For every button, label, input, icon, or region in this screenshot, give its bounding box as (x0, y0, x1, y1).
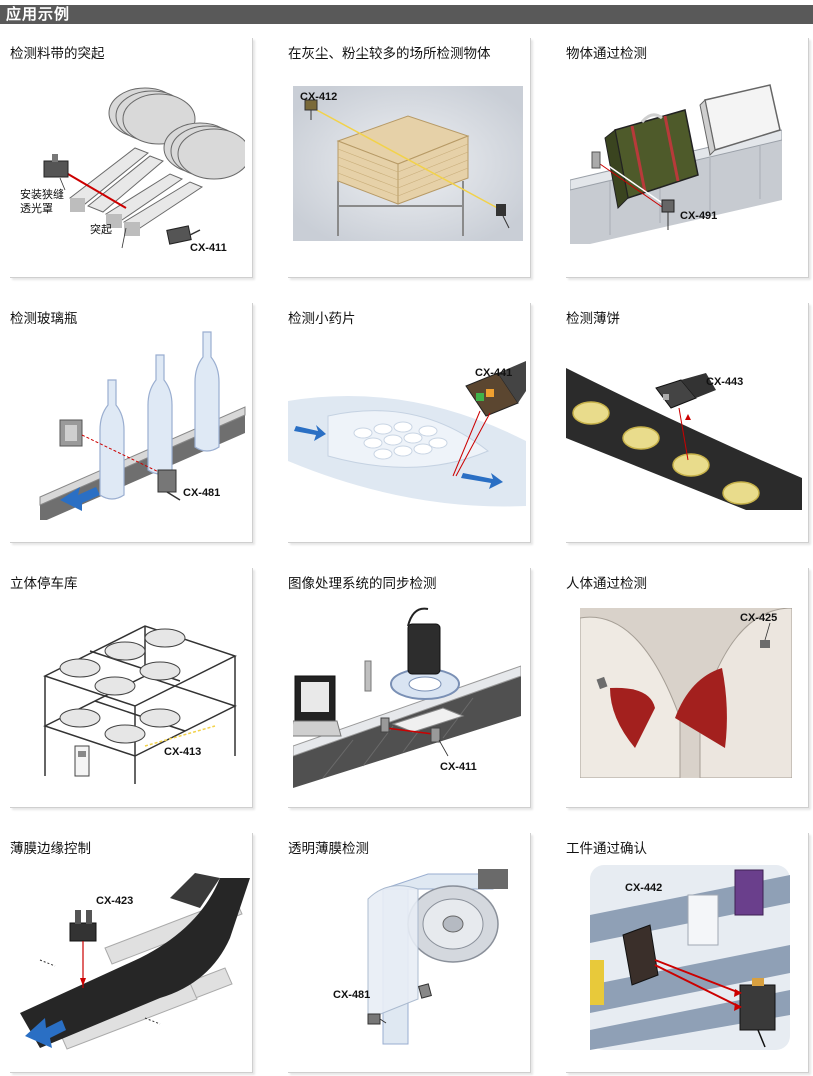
illustration-luggage-conveyor (570, 80, 782, 244)
label-bump: 突起 (90, 223, 112, 236)
card-title: 图像处理系统的同步检测 (288, 576, 437, 592)
illustration-vision-conveyor (293, 606, 521, 788)
sensor-model-label: CX-413 (164, 746, 202, 758)
illustration-workpiece-rails (590, 865, 790, 1050)
label-slit-line2: 透光罩 (20, 202, 53, 215)
card-title: 检测玻璃瓶 (10, 311, 78, 327)
card-dusty-environment: 在灰尘、粉尘较多的场所检测物体 (288, 38, 531, 278)
illustration-dusty-stack (293, 86, 523, 241)
card-title: 检测料带的突起 (10, 46, 105, 62)
illustration-parking-structure (35, 606, 250, 784)
illustration-wafer-belt (566, 368, 802, 510)
sensor-model-label: CX-423 (96, 895, 134, 907)
sensor-model-label: CX-491 (680, 210, 718, 222)
card-tape-bump: 检测料带的突起 (10, 38, 253, 278)
illustration-tape-reels (30, 78, 245, 258)
card-title: 透明薄膜检测 (288, 841, 369, 857)
sensor-model-label: CX-443 (706, 376, 744, 388)
sensor-model-label: CX-442 (625, 882, 663, 894)
sensor-model-label: CX-411 (440, 761, 477, 773)
card-title: 在灰尘、粉尘较多的场所检测物体 (288, 46, 491, 62)
card-transparent-film: 透明薄膜检测 CX-481 (288, 833, 531, 1073)
sensor-model-label: CX-441 (475, 367, 513, 379)
card-title: 检测薄饼 (566, 311, 620, 327)
card-thin-wafer: 检测薄饼 CX-443 (566, 303, 809, 543)
card-title: 工件通过确认 (566, 841, 647, 857)
card-film-edge: 薄膜边缘控制 CX-423 (10, 833, 253, 1073)
card-small-tablet: 检测小药片 CX-441 (288, 303, 531, 543)
illustration-film-rollers (20, 868, 250, 1053)
section-header: 应用示例 (0, 5, 813, 24)
card-title: 立体停车库 (10, 576, 78, 592)
card-parking-garage: 立体停车库 CX-413 (10, 568, 253, 808)
card-vision-sync: 图像处理系统的同步检测 (288, 568, 531, 808)
illustration-tablet-tray (288, 361, 526, 511)
card-title: 人体通过检测 (566, 576, 647, 592)
card-title: 薄膜边缘控制 (10, 841, 91, 857)
sensor-model-label: CX-481 (183, 487, 221, 499)
illustration-glass-bottles (30, 325, 250, 520)
sensor-model-label: CX-481 (333, 989, 371, 1001)
card-workpiece-passage: 工件通过确认 CX-442 (566, 833, 809, 1073)
card-title: 物体通过检测 (566, 46, 647, 62)
label-slit-line1: 安装狭缝 (20, 188, 64, 201)
card-object-passage: 物体通过检测 C (566, 38, 809, 278)
sensor-model-label: CX-411 (190, 242, 227, 254)
sensor-model-label: CX-425 (740, 612, 778, 624)
card-glass-bottle: 检测玻璃瓶 CX-481 (10, 303, 253, 543)
card-title: 检测小药片 (288, 311, 356, 327)
card-person-passage: 人体通过检测 CX-425 (566, 568, 809, 808)
illustration-clear-film-roll (358, 869, 508, 1049)
sensor-model-label: CX-412 (300, 91, 338, 103)
section-title: 应用示例 (6, 5, 71, 23)
illustration-turnstile-gate (580, 608, 792, 778)
